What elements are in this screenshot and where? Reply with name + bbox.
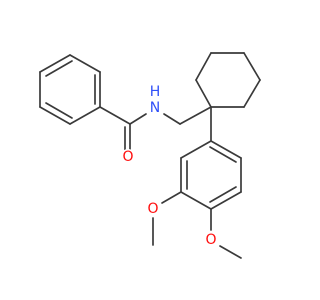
bond bbox=[45, 60, 73, 77]
bond bbox=[243, 79, 261, 108]
bond bbox=[69, 106, 101, 125]
bond bbox=[243, 52, 261, 81]
bond bbox=[39, 54, 71, 73]
bond bbox=[209, 146, 237, 163]
bond bbox=[195, 79, 212, 108]
bond bbox=[180, 191, 212, 210]
bond bbox=[195, 52, 212, 81]
bond bbox=[99, 106, 131, 125]
bond bbox=[209, 186, 237, 203]
atom-label-nh: N bbox=[150, 100, 160, 116]
bond bbox=[219, 245, 242, 259]
carbonyl-oxygen: O bbox=[120, 149, 136, 165]
bond bbox=[161, 191, 182, 204]
amide-nitrogen: N H bbox=[146, 84, 164, 117]
bond bbox=[180, 140, 212, 159]
bond bbox=[39, 106, 71, 125]
atom-label-o: O bbox=[122, 149, 133, 165]
methoxy-oxygen-3: O bbox=[145, 201, 161, 217]
atom-labels: O N H O O bbox=[120, 84, 219, 248]
atom-label-o: O bbox=[147, 201, 158, 217]
atom-label-h: H bbox=[150, 84, 161, 100]
bond bbox=[179, 106, 212, 125]
bond bbox=[129, 113, 147, 125]
bond bbox=[45, 102, 73, 119]
bonds bbox=[39, 52, 261, 259]
bond bbox=[69, 54, 101, 73]
bond bbox=[210, 191, 242, 210]
bond bbox=[163, 113, 181, 125]
atom-label-o: O bbox=[205, 232, 216, 248]
bond bbox=[210, 140, 242, 159]
methoxy-oxygen-4: O bbox=[203, 232, 219, 248]
molecule-structure: O N H O O bbox=[39, 52, 261, 259]
